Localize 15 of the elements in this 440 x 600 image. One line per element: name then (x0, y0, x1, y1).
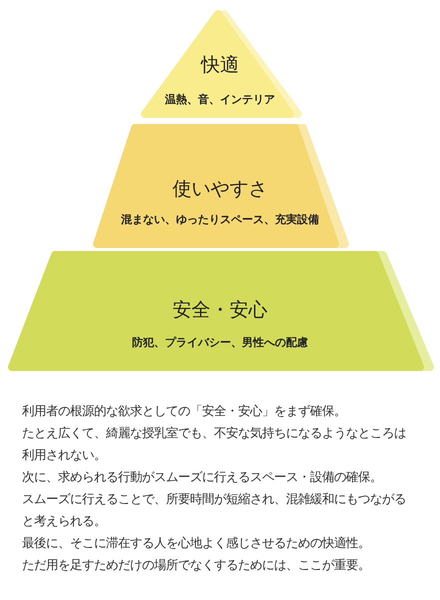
body-text: ただ用を足すためだけの場所でなくするためには、ここが重要。 (22, 556, 371, 574)
body-text: 最後に、そこに滞在する人を心地よく感じさせるための快適性。 (22, 534, 371, 552)
tier-description: 防犯、プライバシー、男性への配慮 (131, 335, 309, 350)
body-text: たとえ広くて、綺麗な授乳室でも、不安な気持ちになるようなところは利用されない。 (22, 424, 407, 464)
pyramid-top-triangle (141, 10, 302, 118)
tier-title: 安全・安心 (172, 298, 268, 323)
body-text: 利用者の根源的な欲求としての「安全・安心」をまず確保。 (22, 402, 347, 420)
tier-title: 快適 (200, 53, 240, 78)
body-text: 次に、求められる行動がスムーズに行えるスペース・設備の確保。 (22, 468, 383, 486)
tier-description: 温熱、音、インテリア (164, 92, 276, 107)
body-text: スムーズに行えることで、所要時間が短縮され、混雑緩和にもつながると考えられる。 (22, 490, 407, 530)
tier-title: 使いやすさ (172, 177, 268, 202)
pyramid-tier-trapezoid (93, 124, 349, 248)
pyramid-tier-trapezoid (8, 251, 434, 371)
tier-description: 混まない、ゆったりスペース、充実設備 (120, 212, 320, 227)
